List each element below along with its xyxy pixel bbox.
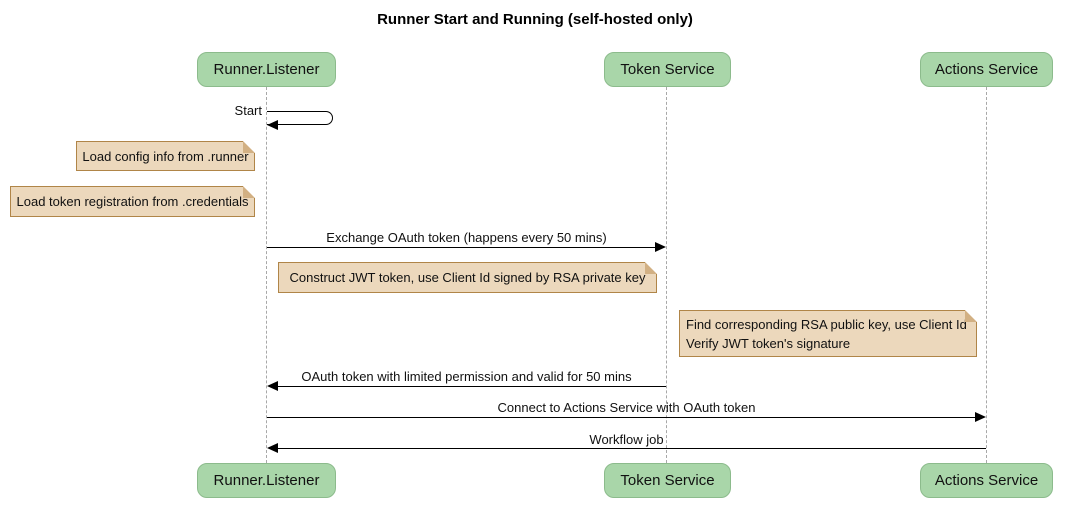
message-connect-actions-label: Connect to Actions Service with OAuth to… (497, 400, 756, 415)
note-load-token-registration: Load token registration from .credential… (10, 186, 255, 217)
message-start-label: Start (234, 103, 262, 118)
participant-runner-listener-bottom: Runner.Listener (197, 463, 336, 498)
participant-token-service-bottom: Token Service (604, 463, 731, 498)
diagram-title: Runner Start and Running (self-hosted on… (377, 11, 693, 28)
message-connect-actions-line (267, 417, 975, 418)
note-construct-jwt: Construct JWT token, use Client Id signe… (278, 262, 657, 293)
note-text-line2: Verify JWT token's signature (686, 335, 851, 351)
arrowhead-right-icon (655, 242, 666, 252)
participant-label: Runner.Listener (213, 472, 320, 489)
arrowhead-right-icon (975, 412, 986, 422)
participant-label: Actions Service (934, 61, 1039, 78)
note-load-config: Load config info from .runner (76, 141, 255, 171)
arrowhead-left-icon (267, 381, 278, 391)
message-oauth-return-label: OAuth token with limited permission and … (301, 369, 632, 384)
participant-runner-listener-top: Runner.Listener (197, 52, 336, 87)
note-text: Load token registration from .credential… (16, 194, 249, 209)
participant-label: Token Service (620, 472, 715, 489)
note-text: Load config info from .runner (82, 148, 249, 164)
message-start-loop-line (267, 111, 333, 125)
lifeline-token-service (666, 87, 667, 463)
message-exchange-oauth-line (267, 247, 655, 248)
message-workflow-job-label: Workflow job (589, 432, 664, 447)
arrowhead-left-icon (267, 443, 278, 453)
participant-token-service-top: Token Service (604, 52, 731, 87)
lifeline-actions-service (986, 87, 987, 463)
message-exchange-oauth-label: Exchange OAuth token (happens every 50 m… (326, 230, 607, 245)
lifeline-runner-listener (266, 87, 267, 463)
participant-actions-service-bottom: Actions Service (920, 463, 1053, 498)
note-text: Construct JWT token, use Client Id signe… (289, 270, 646, 285)
arrowhead-left-icon (267, 120, 278, 130)
participant-actions-service-top: Actions Service (920, 52, 1053, 87)
message-workflow-job-line (278, 448, 986, 449)
note-verify-jwt: Find corresponding RSA public key, use C… (679, 310, 977, 357)
message-oauth-return-line (278, 386, 666, 387)
participant-label: Token Service (620, 61, 715, 78)
participant-label: Actions Service (934, 472, 1039, 489)
participant-label: Runner.Listener (213, 61, 320, 78)
note-text-line1: Find corresponding RSA public key, use C… (686, 316, 967, 332)
